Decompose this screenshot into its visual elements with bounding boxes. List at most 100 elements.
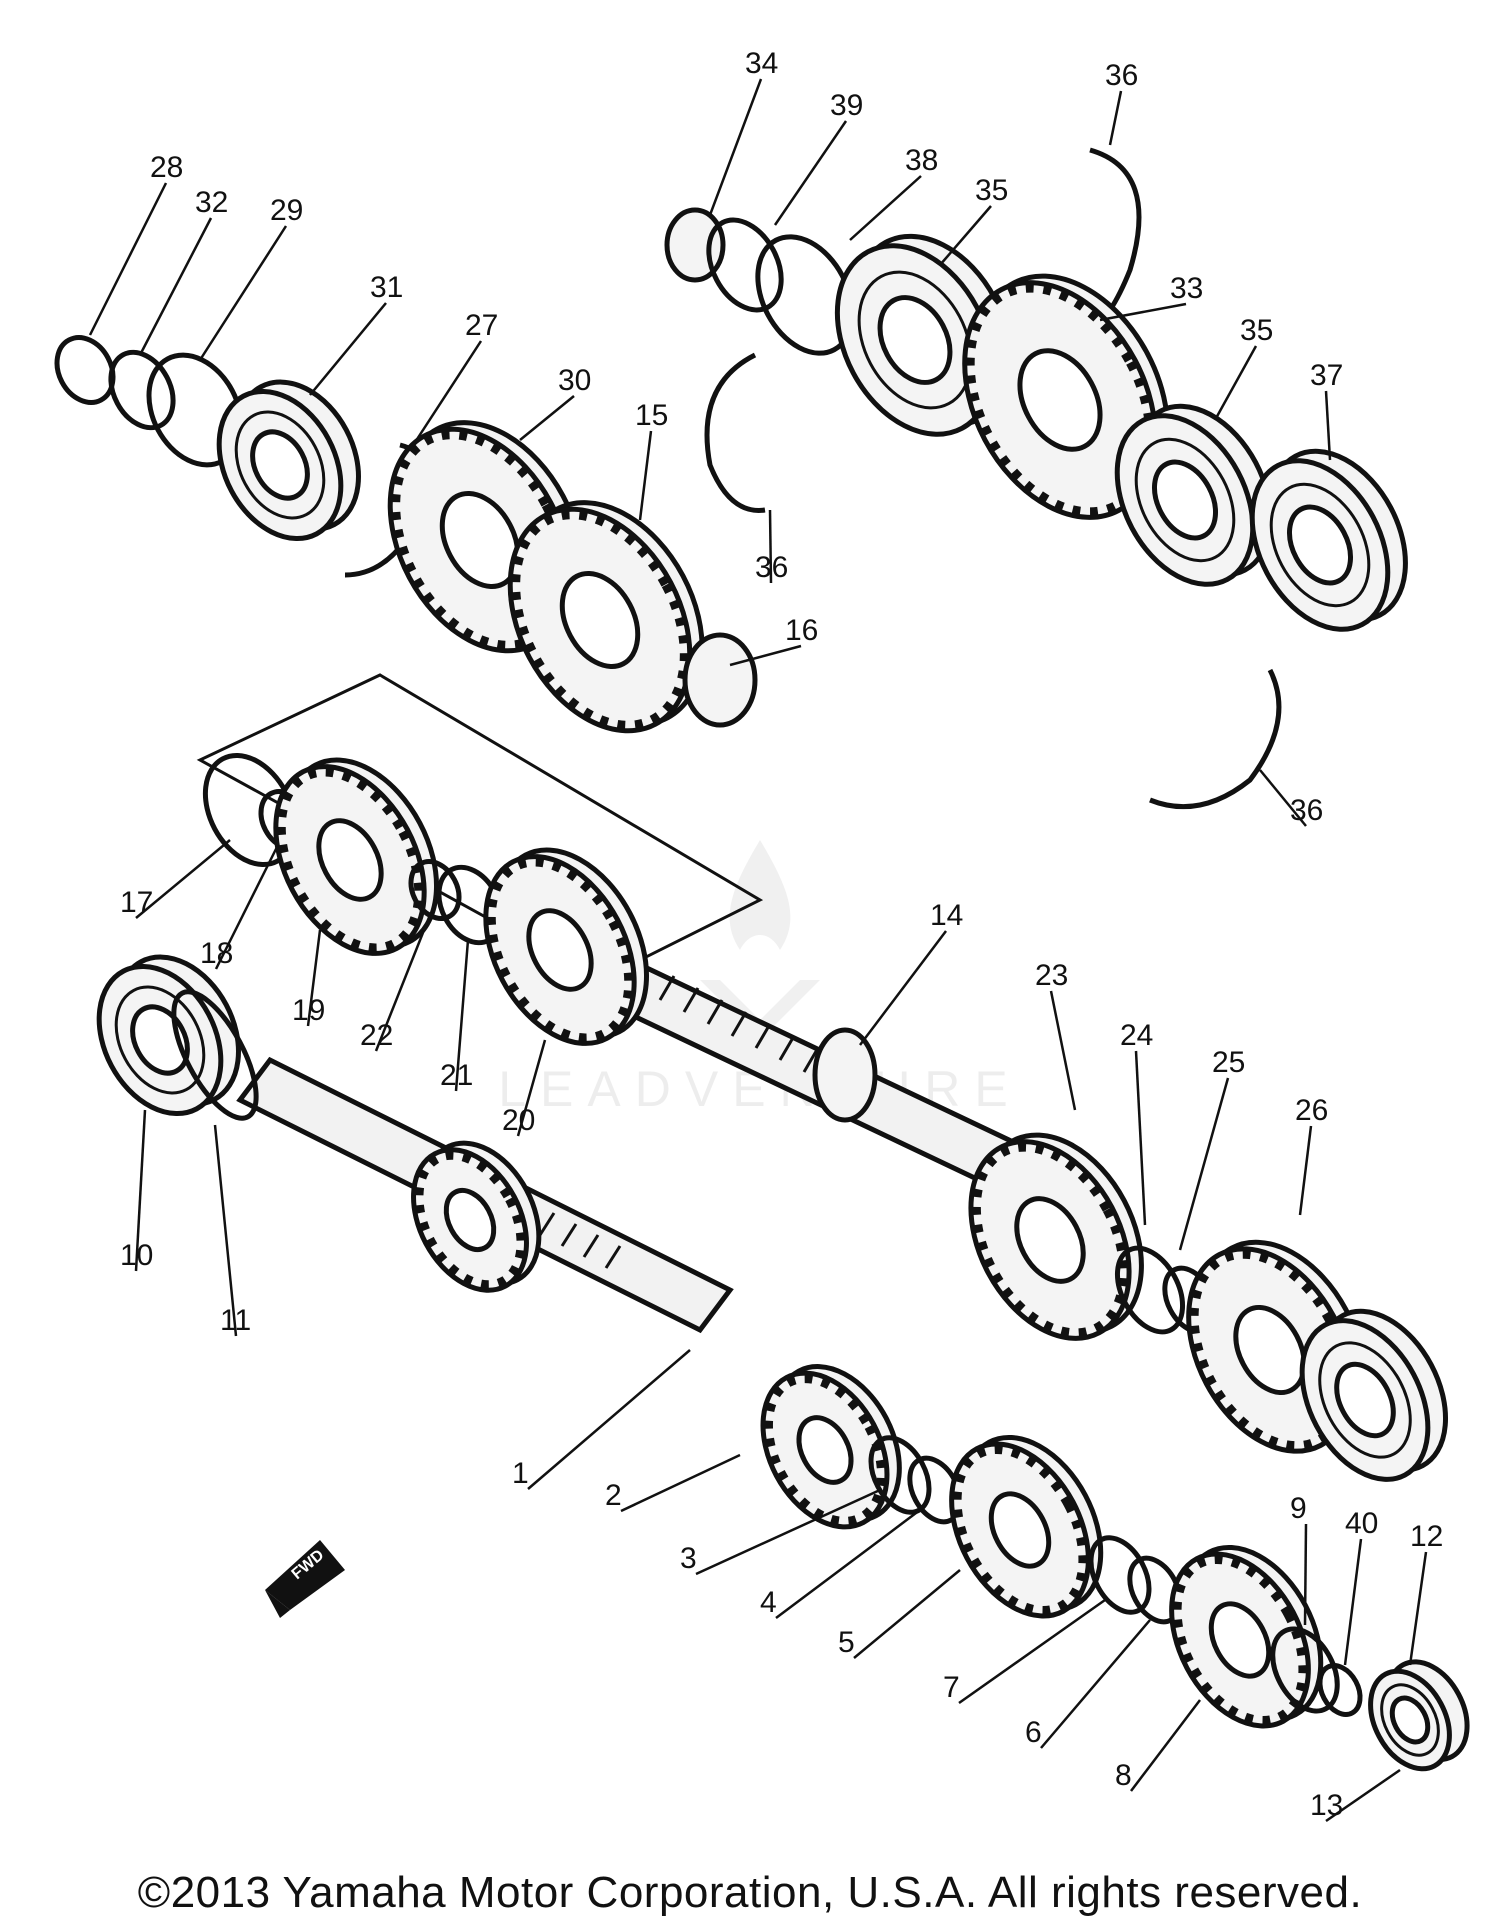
leader-line xyxy=(1259,769,1307,827)
callout-number: 3 xyxy=(680,1542,697,1575)
callout-9: 9 xyxy=(1290,1492,1308,1626)
leader-line xyxy=(1178,1077,1230,1251)
callout-28: 28 xyxy=(88,151,183,336)
callout-number: 39 xyxy=(830,89,863,122)
leader-line xyxy=(1408,1551,1428,1666)
drive-axle-spline xyxy=(706,999,724,1025)
leader-line xyxy=(1040,1619,1151,1749)
callout-6: 6 xyxy=(1025,1619,1151,1749)
callout-number: 36 xyxy=(1290,794,1323,827)
leader-line xyxy=(306,929,322,1027)
callout-number: 8 xyxy=(1115,1759,1132,1792)
circlip-40 xyxy=(1317,1663,1363,1717)
callout-5: 5 xyxy=(838,1569,961,1659)
callout-number: 29 xyxy=(270,194,303,227)
callout-number: 33 xyxy=(1170,272,1203,305)
main-axle-spline xyxy=(538,1212,556,1236)
callout-number: 21 xyxy=(440,1059,473,1092)
callout-number: 2 xyxy=(605,1479,622,1512)
callout-13: 13 xyxy=(1310,1768,1401,1823)
callout-36: 36 xyxy=(755,509,788,584)
callout-32: 32 xyxy=(138,186,228,356)
leader-line xyxy=(198,225,288,361)
circlip-36-bottom xyxy=(1149,668,1282,810)
washer-24 xyxy=(1114,1245,1186,1335)
collar-14 xyxy=(812,1027,878,1123)
callout-number: 36 xyxy=(1105,59,1138,92)
leader-line xyxy=(853,1569,961,1659)
callout-36: 36 xyxy=(1105,59,1138,146)
transmission-exploded-diagram: FWD 123456789101112131415161718192021222… xyxy=(54,47,1470,1823)
callout-29: 29 xyxy=(198,194,303,361)
callout-38: 38 xyxy=(849,144,938,241)
callout-number: 40 xyxy=(1345,1507,1378,1540)
callout-number: 36 xyxy=(755,551,788,584)
callout-15: 15 xyxy=(635,399,668,521)
leader-line xyxy=(708,78,763,216)
leader-line xyxy=(454,939,470,1092)
callout-17: 17 xyxy=(120,839,231,919)
bearing-35-lower xyxy=(1114,403,1273,587)
leader-line xyxy=(1099,302,1187,322)
leader-line xyxy=(88,182,168,336)
bearing-31 xyxy=(216,379,361,542)
callout-number: 30 xyxy=(558,364,591,397)
bearing-37 xyxy=(1249,448,1408,632)
drive-axle-spline xyxy=(658,975,676,1001)
callout-26: 26 xyxy=(1295,1094,1328,1216)
leader-line xyxy=(1049,990,1077,1111)
callout-number: 19 xyxy=(292,994,325,1027)
main-axle-spline xyxy=(604,1245,622,1269)
callout-number: 7 xyxy=(943,1671,960,1704)
callout-7: 7 xyxy=(943,1598,1106,1705)
callout-number: 22 xyxy=(360,1019,393,1052)
leader-line xyxy=(773,120,848,226)
leader-line xyxy=(527,1349,691,1490)
leader-line xyxy=(408,340,483,451)
callout-number: 20 xyxy=(502,1104,535,1137)
callout-25: 25 xyxy=(1178,1046,1245,1251)
leader-line xyxy=(1213,345,1258,421)
main-axle-spline xyxy=(582,1234,600,1258)
gear-33 xyxy=(962,273,1171,520)
drive-axle-spline xyxy=(730,1011,748,1037)
callout-number: 27 xyxy=(465,309,498,342)
washer-32 xyxy=(108,349,176,431)
callout-21: 21 xyxy=(440,939,473,1092)
leader-line xyxy=(516,1039,547,1137)
gear-20 xyxy=(483,847,650,1046)
callout-number: 31 xyxy=(370,271,403,304)
callout-33: 33 xyxy=(1099,272,1203,322)
front-direction-marker: FWD xyxy=(265,1540,345,1618)
callout-number: 16 xyxy=(785,614,818,647)
leader-line xyxy=(768,509,773,584)
callout-39: 39 xyxy=(773,89,863,226)
callout-22: 22 xyxy=(360,914,432,1052)
leader-line xyxy=(695,1488,881,1576)
drive-axle-spline xyxy=(754,1023,772,1049)
circlip-39 xyxy=(706,217,784,313)
leader-line xyxy=(519,395,575,441)
callout-number: 18 xyxy=(200,937,233,970)
callout-number: 9 xyxy=(1290,1492,1307,1525)
gear-8 xyxy=(1169,1544,1324,1729)
callout-14: 14 xyxy=(859,899,963,1046)
callout-number: 13 xyxy=(1310,1789,1343,1822)
callout-37: 37 xyxy=(1310,359,1343,461)
callout-number: 6 xyxy=(1025,1716,1042,1749)
callout-number: 35 xyxy=(1240,314,1273,347)
leader-line xyxy=(1303,1523,1308,1626)
leader-line xyxy=(775,1509,921,1619)
callout-labels: 1234567891011121314151617181920212223242… xyxy=(88,47,1443,1823)
callout-number: 4 xyxy=(760,1586,777,1619)
callout-12: 12 xyxy=(1408,1520,1443,1666)
leader-line xyxy=(309,302,387,396)
callout-1: 1 xyxy=(512,1349,691,1490)
leader-line xyxy=(214,844,280,970)
callout-number: 32 xyxy=(195,186,228,219)
callout-number: 15 xyxy=(635,399,668,432)
callout-number: 37 xyxy=(1310,359,1343,392)
leader-line xyxy=(1108,90,1123,146)
callout-20: 20 xyxy=(502,1039,547,1137)
